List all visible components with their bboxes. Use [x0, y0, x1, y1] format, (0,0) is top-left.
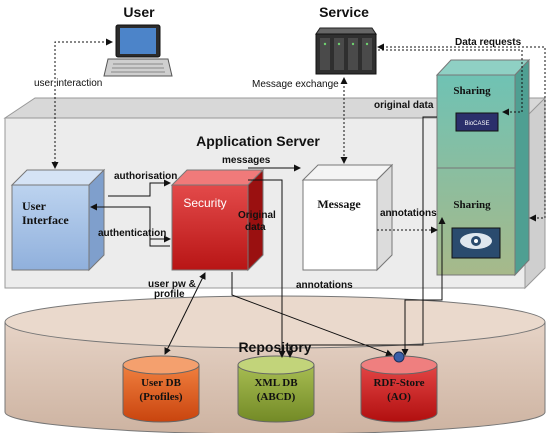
sharing-bottom-label: Sharing: [453, 199, 491, 211]
user-db-label-line2: (Profiles): [139, 391, 183, 403]
xml-db-label-line1: XML DB: [254, 377, 298, 389]
original-data-label: original data: [374, 100, 434, 111]
annotations-right-label: annotations: [380, 208, 437, 219]
rdf-store-label-line2: (AO): [387, 391, 411, 403]
user-db-cylinder: [122, 355, 200, 423]
data-requests-label: Data requests: [455, 37, 522, 48]
annotations-sharing-connector: [401, 217, 446, 356]
user-interaction-connector: [51, 38, 113, 169]
server-rack-icon: [315, 27, 377, 75]
data-requests-connector-2: [378, 49, 523, 116]
biocase-logo: BioCASE: [455, 112, 499, 132]
rdf-icon: [393, 351, 405, 363]
user-db-label-line1: User DB: [141, 377, 181, 389]
xml-db-cylinder: [237, 355, 315, 423]
user-interface-box: [10, 168, 106, 272]
user-interface-label-line1: User: [22, 199, 47, 213]
original-data-label-line1: Original: [238, 210, 276, 221]
messages-label: messages: [222, 155, 271, 166]
biocase-logo-text: BioCASE: [464, 121, 489, 127]
user-pw-label-line1: user pw &: [148, 279, 196, 290]
security-label: Security: [183, 196, 226, 210]
sharing-top-label: Sharing: [453, 85, 491, 97]
authentication-label: authentication: [98, 228, 166, 239]
user-title: User: [123, 4, 155, 20]
laptop-icon: [103, 24, 173, 77]
annotations-bottom-label: annotations: [296, 280, 353, 291]
message-label: Message: [317, 197, 361, 211]
authorisation-label: authorisation: [114, 171, 177, 182]
data-requests-connector: [377, 43, 546, 222]
security-box: [170, 168, 265, 272]
application-server-title: Application Server: [196, 133, 320, 149]
authorisation-connector: [108, 179, 171, 197]
user-interaction-label: user interaction: [34, 78, 102, 89]
annotations-security-connector: [231, 272, 393, 357]
repository-title: Repository: [238, 339, 311, 355]
user-pw-connector: [164, 272, 206, 355]
user-interface-label-line2: Interface: [22, 213, 69, 227]
xml-db-label-line2: (ABCD): [257, 391, 296, 403]
eye-logo-icon: [451, 227, 501, 259]
user-pw-label-line2: profile: [154, 289, 185, 300]
original-data-label-line2: data: [245, 222, 266, 233]
message-box: [301, 163, 394, 272]
original-data-security-connector: [248, 179, 286, 358]
service-title: Service: [319, 4, 369, 20]
message-exchange-label: Message exchange: [252, 79, 339, 90]
rdf-store-label-line1: RDF-Store: [373, 377, 424, 389]
authentication-connector: [90, 203, 170, 247]
rdf-store-cylinder: [360, 355, 438, 423]
